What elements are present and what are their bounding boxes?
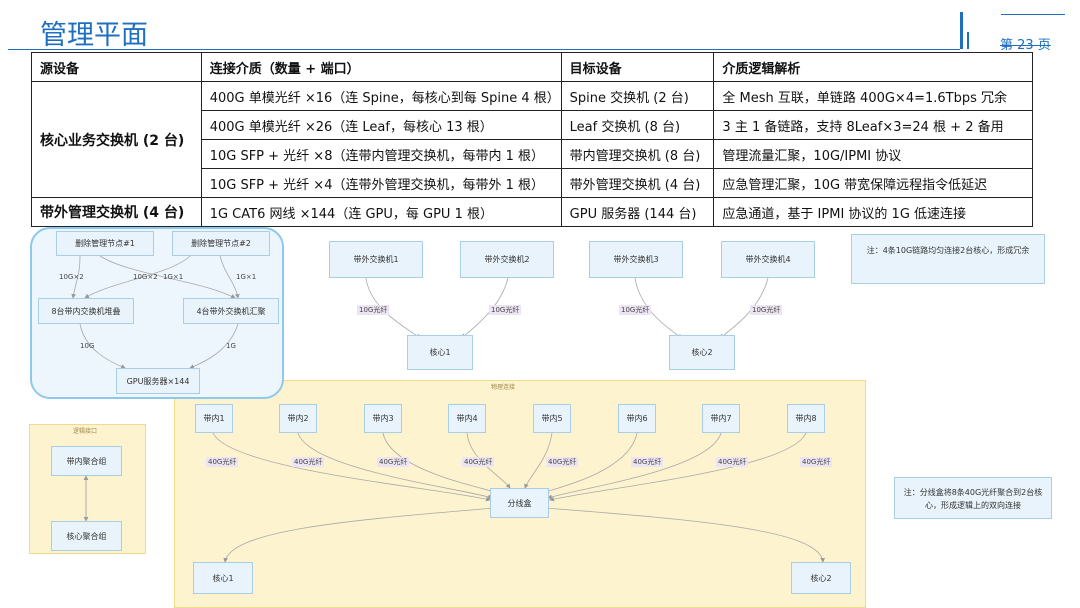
cell-medium: 10G SFP + 光纤 ×8（连带内管理交换机，每带内 1 根）: [200, 139, 562, 169]
gpu-server-node: GPU服务器×144: [116, 368, 200, 394]
edge-label: 40G光纤: [377, 457, 410, 467]
mgmt-node-2: 删除管理节点#2: [172, 231, 270, 256]
edge-label: 40G光纤: [462, 457, 495, 467]
outband-switch-3: 带外交换机3: [589, 241, 683, 278]
edge-label: 10G光纤: [357, 305, 390, 315]
table-row: 10G SFP + 光纤 ×4（连带外管理交换机，每带外 1 根） 带外管理交换…: [32, 168, 1033, 198]
physical-panel-title: 物理连接: [491, 384, 516, 391]
header-target: 目标设备: [560, 52, 715, 82]
cell-medium: 400G 单模光纤 ×26（连 Leaf，每核心 13 根）: [200, 110, 562, 140]
inband-node-3: 带内3: [364, 404, 402, 433]
table-header-row: 源设备 连接介质（数量 + 端口） 目标设备 介质逻辑解析: [31, 52, 1033, 82]
splitter-node: 分线盒: [490, 488, 549, 518]
edge-label: 1G: [226, 342, 236, 350]
cell-target: 带内管理交换机 (8 台): [560, 139, 715, 169]
edge-label: 1G×1: [236, 273, 257, 281]
core-2-node: 核心2: [669, 335, 735, 370]
core-1-bottom-node: 核心1: [193, 562, 253, 594]
inband-node-6: 带内6: [618, 404, 656, 433]
edge-label: 40G光纤: [800, 457, 833, 467]
edge-label: 1G×1: [163, 273, 184, 281]
redundancy-note: 注：4条10G链路均匀连接2台核心，形成冗余: [851, 234, 1045, 284]
cell-target: Spine 交换机 (2 台): [560, 81, 715, 111]
edge-label: 10G×2: [133, 273, 158, 281]
logic-panel-title: 逻辑接口: [73, 428, 98, 435]
edge-label: 10G×2: [59, 273, 84, 281]
edge-label: 10G光纤: [750, 305, 783, 315]
edge-label: 40G光纤: [546, 457, 579, 467]
edge-label: 10G: [80, 342, 95, 350]
core-1-node: 核心1: [407, 335, 473, 370]
edge-label: 10G光纤: [619, 305, 652, 315]
cell-analysis: 3 主 1 备链路，支持 8Leaf×3=24 根 + 2 备用: [713, 110, 1033, 140]
table-row: 10G SFP + 光纤 ×8（连带内管理交换机，每带内 1 根） 带内管理交换…: [32, 139, 1033, 169]
inband-node-7: 带内7: [702, 404, 740, 433]
cell-analysis: 全 Mesh 互联，单链路 400G×4=1.6Tbps 冗余: [713, 81, 1033, 111]
source-outband-switch: 带外管理交换机 (4 台): [31, 197, 202, 227]
table-row: 带外管理交换机 (4 台) 1G CAT6 网线 ×144（连 GPU，每 GP…: [31, 197, 1033, 227]
cell-target: GPU 服务器 (144 台): [560, 197, 715, 227]
page-title: 管理平面: [40, 20, 148, 51]
edge-label: 40G光纤: [292, 457, 325, 467]
decor-bar-short: [967, 32, 969, 49]
page-number: 第 23 页: [1000, 38, 1051, 53]
logic-inband-group: 带内聚合组: [51, 446, 122, 476]
splitter-note: 注：分线盒将8条40G光纤聚合到2台核心，形成逻辑上的双向连接: [894, 477, 1052, 519]
table-row: 400G 单模光纤 ×26（连 Leaf，每核心 13 根） Leaf 交换机 …: [32, 110, 1033, 140]
edge-label: 10G光纤: [489, 305, 522, 315]
header-source: 源设备: [31, 52, 202, 82]
inband-node-1: 带内1: [195, 404, 233, 433]
outband-aggregate-node: 4台带外交换机汇聚: [183, 298, 279, 324]
cell-target: 带外管理交换机 (4 台): [560, 168, 715, 198]
edge-label: 40G光纤: [206, 457, 239, 467]
inband-stack-node: 8台带内交换机堆叠: [38, 298, 134, 324]
cell-medium: 10G SFP + 光纤 ×4（连带外管理交换机，每带外 1 根）: [200, 168, 562, 198]
title-underline: [8, 49, 960, 50]
cell-analysis: 管理流量汇聚，10G/IPMI 协议: [713, 139, 1033, 169]
edge-label: 40G光纤: [631, 457, 664, 467]
inband-node-4: 带内4: [448, 404, 486, 433]
cell-target: Leaf 交换机 (8 台): [560, 110, 715, 140]
logic-core-group: 核心聚合组: [51, 521, 122, 551]
outband-switch-2: 带外交换机2: [460, 241, 554, 278]
cell-medium: 400G 单模光纤 ×16（连 Spine，每核心到每 Spine 4 根）: [200, 81, 562, 111]
core-2-bottom-node: 核心2: [791, 562, 851, 594]
connection-table: 源设备 连接介质（数量 + 端口） 目标设备 介质逻辑解析 核心业务交换机 (2…: [31, 52, 1033, 227]
decor-line: [1001, 14, 1065, 15]
inband-node-5: 带内5: [533, 404, 571, 433]
cell-analysis: 应急通道，基于 IPMI 协议的 1G 低速连接: [713, 197, 1033, 227]
edge-label: 40G光纤: [716, 457, 749, 467]
decor-bar: [960, 12, 963, 49]
mgmt-node-1: 删除管理节点#1: [56, 231, 154, 256]
inband-node-8: 带内8: [787, 404, 825, 433]
outband-switch-4: 带外交换机4: [721, 241, 815, 278]
outband-switch-1: 带外交换机1: [329, 241, 423, 278]
cell-medium: 1G CAT6 网线 ×144（连 GPU，每 GPU 1 根）: [200, 197, 562, 227]
table-row: 核心业务交换机 (2 台) 400G 单模光纤 ×16（连 Spine，每核心到…: [31, 81, 1033, 198]
inband-node-2: 带内2: [279, 404, 317, 433]
